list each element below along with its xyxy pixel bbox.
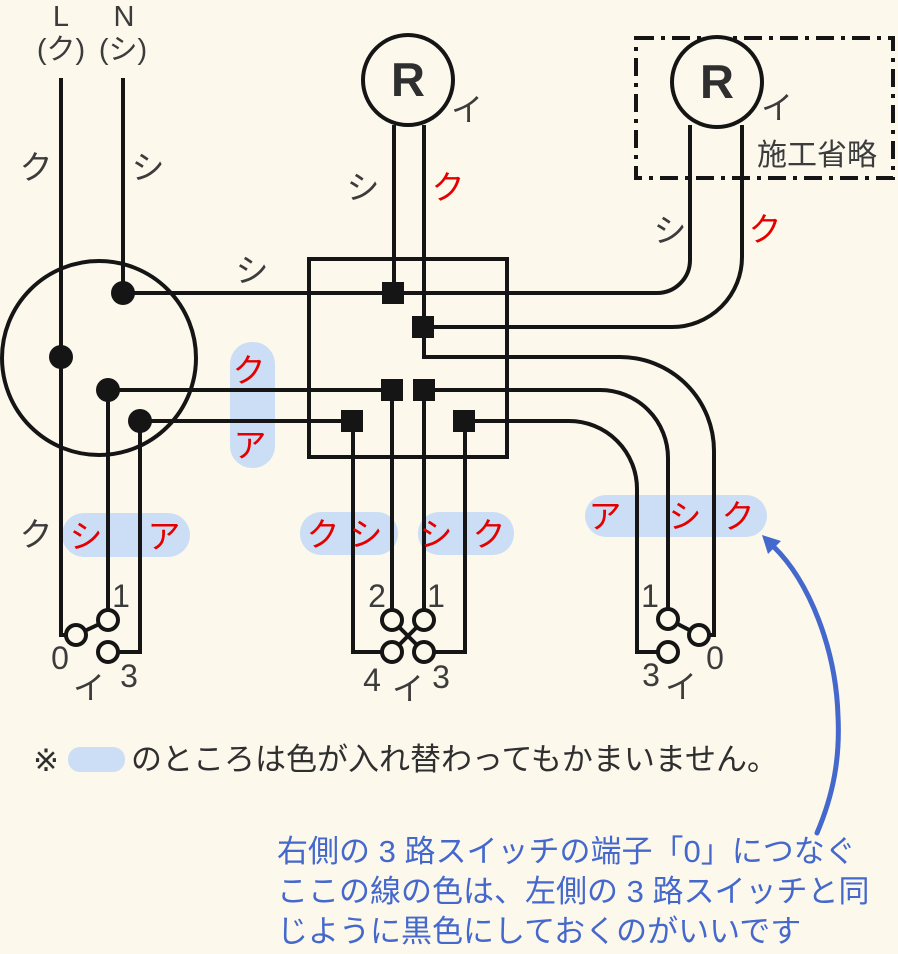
lamp-left-circuit-label: イ: [451, 92, 483, 128]
lamp-right-circle: [670, 35, 764, 129]
splice-dot: [96, 378, 120, 402]
4way-terminal-2-label: 2: [368, 578, 386, 614]
4way-highlight-left-second: シ: [350, 516, 383, 553]
omission-boundary-box: [634, 36, 895, 180]
switch-right-terminal-1-label: 1: [641, 578, 659, 614]
splice-dot: [49, 345, 73, 369]
source-n-label: N: [114, 1, 135, 33]
junction-box-terminals: [341, 282, 475, 432]
lamp-labels: イ シ ク イ 施工省略 シ ク: [347, 90, 878, 249]
annotation-text: 右側の 3 路スイッチの端子「0」につなぐ ここの線の色は、左側の 3 路スイッ…: [277, 834, 869, 949]
switch-left-outside-wire-label: ク: [20, 516, 53, 553]
4way-highlight-left-first: ク: [307, 516, 340, 553]
switch-right-highlight-first: ア: [589, 498, 622, 535]
box-terminal-dot: [413, 379, 435, 401]
switch-right-terminal-1: [656, 607, 680, 631]
switch-middle-labels: ク シ シ ク 2 1 4 3 イ: [307, 516, 506, 707]
switch-right-labels: ア シ ク 1 0 3 イ: [589, 498, 755, 705]
joint-labels: シ ク ア: [233, 252, 269, 464]
wire-box-to-switch-right-1: [424, 388, 670, 609]
switch-left-circuit-label: イ: [73, 670, 105, 706]
note-marker: ※: [33, 743, 59, 778]
switch-left-terminal-3-label: 3: [120, 658, 138, 694]
wire-box-to-switch-right-3: [464, 419, 658, 654]
source-labels: L N (ク) (シ) ク シ: [20, 1, 165, 186]
wire-neutral-run-to-lamp-right: [123, 125, 692, 295]
4way-terminal-3-label: 3: [432, 659, 450, 695]
switch-left-terminal-0: [64, 623, 88, 647]
lamp-right-symbol: R: [700, 55, 734, 108]
source-live-wire-label: ク: [20, 149, 53, 186]
lamp-right-live-label: ク: [749, 211, 782, 248]
box-terminal-dot: [381, 379, 403, 401]
note-text: のところは色が入れ替わってもかまいません。: [131, 742, 778, 777]
source-n-color-hint: (シ): [99, 34, 147, 66]
wire-box-to-4way-3: [434, 421, 467, 654]
lamp-right-circuit-label: イ: [761, 90, 793, 126]
switch-right-terminal-0: [687, 623, 711, 647]
switch-right-highlight-second: シ: [669, 498, 702, 535]
wire-lamp-left-live-to-switch-right-0: [422, 125, 716, 637]
4way-highlight-right-second: ク: [473, 516, 506, 553]
highlight-pill-switch-right: [585, 495, 767, 537]
splice-dot: [128, 409, 152, 433]
wire-box-to-4way-4: [351, 421, 383, 654]
annotation-line-3: じように黒色にしておくのがいいです: [277, 914, 801, 949]
highlight-pill-joint: [230, 342, 275, 468]
box-terminal-dot: [453, 410, 475, 432]
switch-terminals: [64, 607, 711, 664]
source-neutral-wire-label: シ: [132, 149, 165, 186]
switch-left-terminal-1-label: 1: [112, 578, 130, 614]
4way-terminal-4: [380, 640, 404, 664]
joint-box-splices: [49, 281, 152, 433]
source-l-label: L: [53, 1, 69, 33]
4way-terminal-4-label: 4: [363, 662, 381, 698]
switch-left-highlight-second: ア: [148, 518, 181, 555]
lamp-left-live-label: ク: [432, 169, 465, 206]
switch-right-terminal-3: [656, 640, 680, 664]
annotation-arrowhead: [762, 535, 781, 554]
switch-right-terminal-0-label: 0: [706, 640, 724, 676]
source-l-color-hint: (ク): [37, 34, 85, 66]
junction-box-square: [307, 257, 509, 459]
4way-terminal-1: [412, 608, 436, 632]
omission-label: 施工省略: [757, 139, 877, 172]
box-terminal-dot: [341, 410, 363, 432]
annotation-arrow: [770, 543, 841, 836]
joint-highlight-top-label: ク: [233, 352, 266, 389]
switch-left-terminal-1: [96, 608, 120, 632]
4way-terminal-3: [412, 640, 436, 664]
lamp-right-neutral-label: シ: [654, 212, 687, 249]
annotation-line-1: 右側の 3 路スイッチの端子「0」につなぐ: [277, 834, 856, 869]
4way-terminal-2: [380, 608, 404, 632]
box-terminal-dot: [382, 282, 404, 304]
4way-circuit-label: イ: [392, 671, 424, 707]
switch-right-highlight-third: ク: [722, 498, 755, 535]
joint-highlight-bottom-label: ア: [234, 427, 267, 464]
joint-neutral-wire-label: シ: [236, 252, 269, 289]
lamp-left-symbol: R: [391, 53, 425, 106]
switch-left-terminal-3: [96, 640, 120, 664]
switch-left-highlight-first: シ: [70, 518, 103, 555]
lamp-left-neutral-label: シ: [347, 169, 380, 206]
4way-terminal-1-label: 1: [427, 578, 445, 614]
splice-dot: [111, 281, 135, 305]
highlight-pill-4way-left: [300, 512, 398, 555]
switch-left-labels: ク シ ア 1 0 3 イ: [20, 516, 181, 706]
highlight-pills: [62, 342, 767, 557]
switch-right-terminal-3-label: 3: [642, 657, 660, 693]
note-highlight-swatch: [68, 747, 125, 772]
joint-box-circle: [0, 259, 198, 457]
4way-highlight-right-first: シ: [420, 516, 453, 553]
wire-joint-to-switch-left-3: [118, 421, 142, 654]
annotation-line-2: ここの線の色は、左側の 3 路スイッチと同: [277, 874, 869, 909]
highlight-pill-switch-left: [62, 513, 190, 557]
wire-box-to-lamp-right-live: [423, 125, 744, 329]
switch-right-circuit-label: イ: [665, 669, 697, 705]
lamp-left-circle: [361, 33, 455, 127]
color-note: ※ のところは色が入れ替わってもかまいません。: [33, 742, 778, 778]
switch-left-terminal-0-label: 0: [51, 640, 69, 676]
box-terminal-dot: [412, 316, 434, 338]
